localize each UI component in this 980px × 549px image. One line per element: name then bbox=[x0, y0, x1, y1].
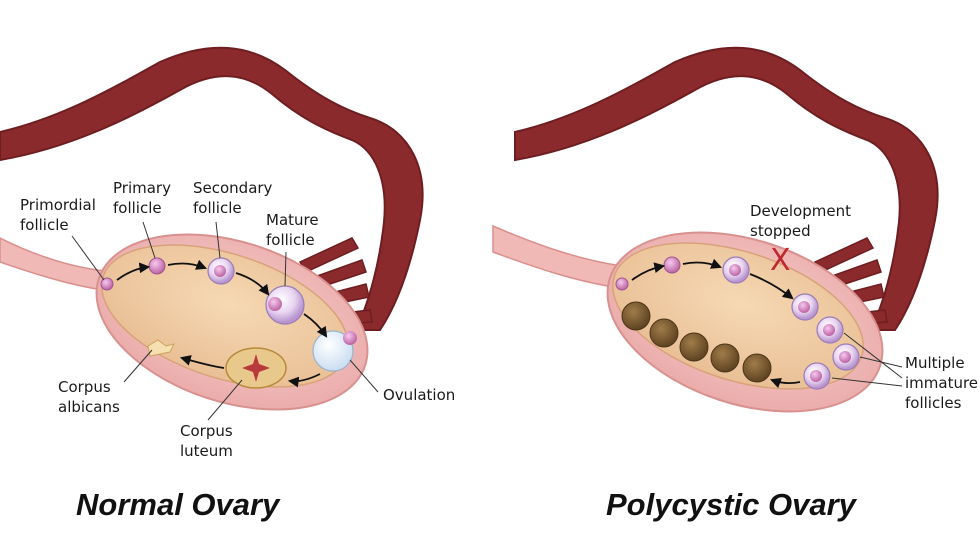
normal-leader-lines bbox=[71, 221, 379, 421]
immature-follicles bbox=[791, 293, 860, 390]
ovulating-follicle bbox=[312, 330, 357, 372]
secondary-follicle bbox=[207, 257, 235, 285]
primordial-follicle bbox=[615, 277, 629, 291]
fallopian-tube bbox=[514, 46, 939, 331]
primary-follicle bbox=[148, 257, 166, 275]
ovary-inner bbox=[612, 242, 864, 390]
polycystic-ovary-title: Polycystic Ovary bbox=[606, 487, 858, 522]
normal-ovary-title: Normal Ovary bbox=[76, 487, 281, 522]
label-corpus-luteum: Corpus luteum bbox=[180, 422, 237, 460]
stop-mark: X bbox=[770, 243, 791, 278]
ovarian-ligament bbox=[492, 224, 623, 289]
corpus-albicans bbox=[147, 339, 175, 357]
mature-follicle bbox=[265, 285, 305, 325]
label-ovulation: Ovulation bbox=[383, 386, 455, 404]
cycle-arrows bbox=[116, 259, 328, 388]
cysts bbox=[621, 301, 772, 383]
polycystic-ovary-panel: X Development stopped Multiple immature … bbox=[492, 46, 980, 522]
normal-ovary-panel: Primordial follicle Primary follicle Sec… bbox=[0, 46, 455, 522]
label-primary-follicle: Primary follicle bbox=[113, 179, 176, 217]
secondary-follicle bbox=[722, 256, 750, 284]
pcos-arrows bbox=[631, 258, 801, 389]
pcos-leader-lines bbox=[831, 332, 903, 387]
label-primordial-follicle: Primordial follicle bbox=[20, 196, 101, 234]
label-multiple-immature-follicles: Multiple immature follicles bbox=[905, 354, 980, 412]
label-secondary-follicle: Secondary follicle bbox=[193, 179, 277, 217]
label-mature-follicle: Mature follicle bbox=[266, 211, 323, 249]
corpus-luteum bbox=[225, 347, 287, 389]
fallopian-tube bbox=[0, 46, 424, 331]
primary-follicle bbox=[663, 256, 681, 274]
label-development-stopped: Development stopped bbox=[750, 202, 856, 240]
label-corpus-albicans: Corpus albicans bbox=[58, 378, 120, 416]
primordial-follicle bbox=[100, 277, 114, 291]
